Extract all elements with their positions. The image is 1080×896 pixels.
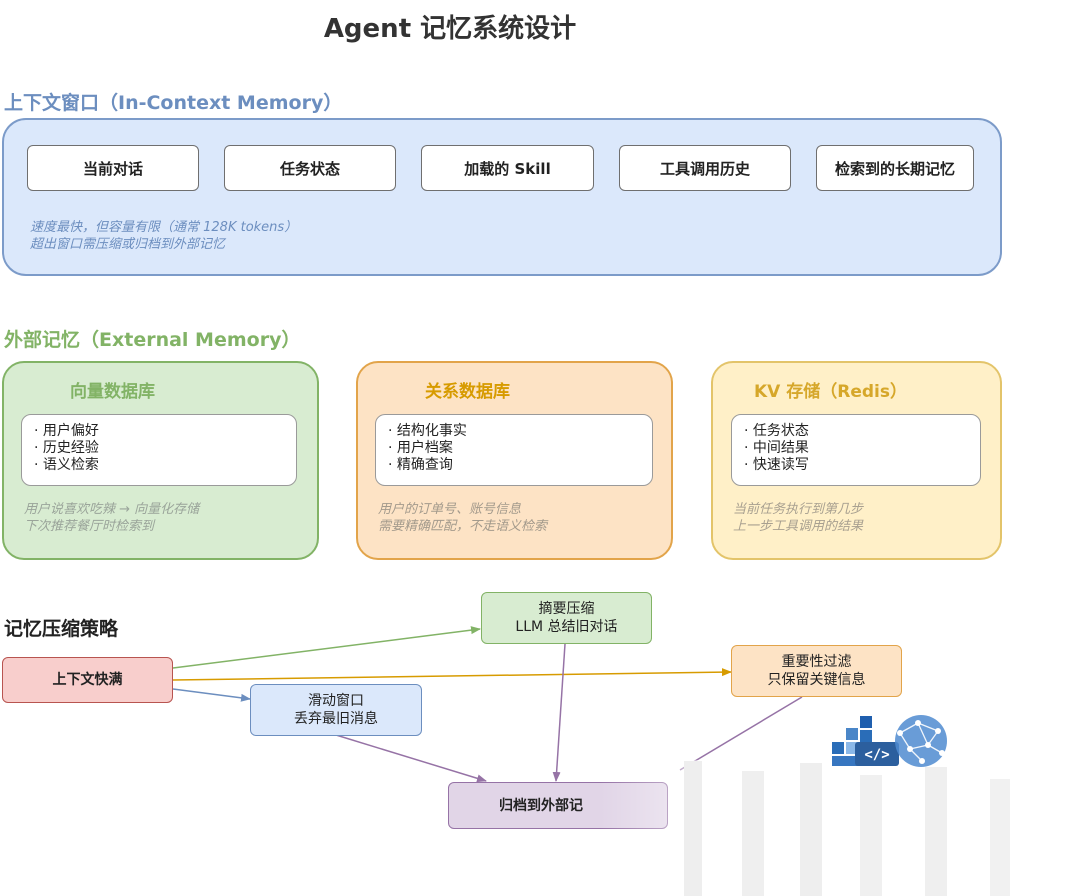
edge-sliding-to-archive — [335, 734, 487, 783]
neural-network-globe-icon — [895, 715, 947, 767]
chip-retrieved-long-term-memory: 检索到的长期记忆 — [816, 145, 974, 191]
kv-store-items: · 任务状态 · 中间结果 · 快速读写 — [731, 414, 981, 486]
node-archive-external: 归档到外部记 — [448, 782, 668, 829]
relational-db-note: 用户的订单号、账号信息 需要精确匹配，不走语义检索 — [378, 501, 547, 535]
note-line: 下次推荐餐厅时检索到 — [24, 519, 155, 534]
list-item: · 结构化事实 — [388, 423, 467, 439]
edge-full-to-sliding — [172, 688, 251, 702]
compression-heading: 记忆压缩策略 — [4, 618, 119, 640]
external-memory-heading: 外部记忆（External Memory） — [4, 329, 301, 351]
relational-db-title: 关系数据库 — [425, 382, 510, 402]
list-item: · 中间结果 — [744, 440, 809, 456]
list-item: · 用户档案 — [388, 440, 453, 456]
svg-text:</>: </> — [864, 747, 889, 763]
kv-store-title: KV 存储（Redis） — [754, 382, 907, 402]
chip-loaded-skill: 加载的 Skill — [421, 145, 594, 191]
kv-store-note: 当前任务执行到第几步 上一步工具调用的结果 — [733, 501, 863, 535]
list-item: · 用户偏好 — [34, 423, 99, 439]
edge-full-to-summary — [172, 626, 481, 669]
context-window-heading: 上下文窗口（In-Context Memory） — [4, 92, 343, 114]
note-line: 用户说喜欢吃辣 → 向量化存储 — [24, 502, 200, 517]
note-line: 需要精确匹配，不走语义检索 — [378, 519, 548, 534]
list-item: · 语义检索 — [34, 457, 99, 473]
vector-db-items: · 用户偏好 · 历史经验 · 语义检索 — [21, 414, 297, 486]
list-item: · 任务状态 — [744, 423, 809, 439]
vector-db-title: 向量数据库 — [70, 382, 155, 402]
vector-db-note: 用户说喜欢吃辣 → 向量化存储 下次推荐餐厅时检索到 — [24, 501, 199, 535]
note-line: 超出窗口需压缩或归档到外部记忆 — [30, 237, 226, 252]
list-item: · 历史经验 — [34, 440, 99, 456]
note-line: 速度最快，但容量有限（通常 128K tokens） — [30, 220, 298, 235]
edge-summary-to-archive — [552, 643, 566, 782]
watermark-bars — [684, 761, 1010, 896]
note-line: 上一步工具调用的结果 — [733, 519, 864, 534]
chip-tool-call-history: 工具调用历史 — [619, 145, 791, 191]
code-tag-icon: </> — [855, 742, 899, 766]
node-summary-compress: 摘要压缩 LLM 总结旧对话 — [481, 592, 652, 644]
chip-task-state: 任务状态 — [224, 145, 396, 191]
node-context-full: 上下文快满 — [2, 657, 173, 703]
page-title: Agent 记忆系统设计 — [323, 14, 577, 44]
context-window-note: 速度最快，但容量有限（通常 128K tokens） 超出窗口需压缩或归档到外部… — [30, 219, 297, 253]
node-importance-filter: 重要性过滤 只保留关键信息 — [731, 645, 902, 697]
list-item: · 精确查询 — [388, 457, 453, 473]
chip-current-conversation: 当前对话 — [27, 145, 199, 191]
node-sliding-window: 滑动窗口 丢弃最旧消息 — [250, 684, 422, 736]
list-item: · 快速读写 — [744, 457, 809, 473]
note-line: 用户的订单号、账号信息 — [378, 502, 522, 517]
edge-importance-to-archive — [679, 696, 803, 771]
relational-db-items: · 结构化事实 · 用户档案 · 精确查询 — [375, 414, 653, 486]
database-blocks-icon — [832, 716, 872, 766]
note-line: 当前任务执行到第几步 — [733, 502, 864, 517]
edge-full-to-importance — [172, 668, 732, 681]
context-window-panel — [2, 118, 1002, 276]
